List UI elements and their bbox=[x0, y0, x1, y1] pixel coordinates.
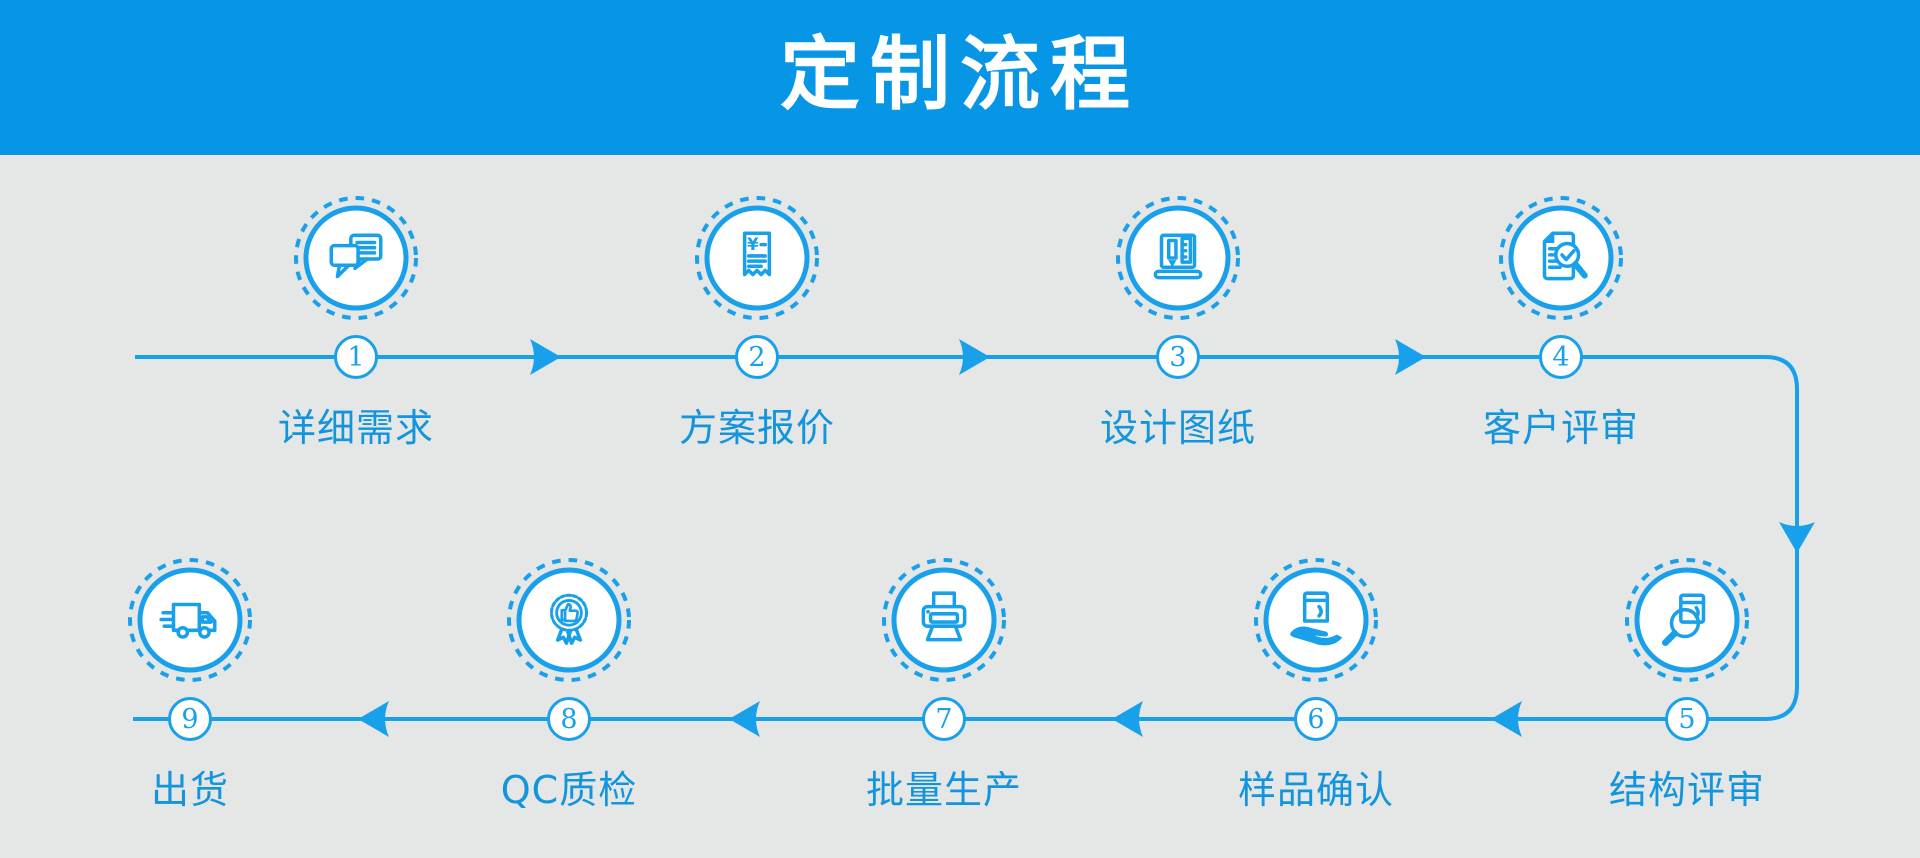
step-label: 样品确认 bbox=[1237, 768, 1394, 812]
qc-badge-icon bbox=[505, 556, 633, 684]
step-number-badge: 2 bbox=[735, 335, 779, 379]
step-number-badge: 3 bbox=[1156, 335, 1200, 379]
step-number-badge: 8 bbox=[547, 697, 591, 741]
design-drawing-icon bbox=[1114, 194, 1242, 322]
document-review-icon bbox=[1497, 194, 1625, 322]
step-number-badge: 6 bbox=[1294, 697, 1338, 741]
structure-inspection-icon bbox=[1623, 556, 1751, 684]
step-number-badge: 9 bbox=[168, 697, 212, 741]
step-number-badge: 5 bbox=[1665, 697, 1709, 741]
step-label: QC质检 bbox=[500, 768, 638, 812]
flow-arrow-left bbox=[358, 701, 389, 737]
title-banner: 定制流程 bbox=[0, 0, 1920, 155]
page-title: 定制流程 bbox=[780, 28, 1140, 121]
flow-arrow-left bbox=[729, 701, 760, 737]
step-label: 出货 bbox=[150, 768, 229, 812]
flow-arrow-right bbox=[1395, 339, 1426, 375]
flow-arrow-down bbox=[1779, 522, 1815, 553]
chat-bubbles-icon bbox=[292, 194, 420, 322]
flow-arrow-left bbox=[1491, 701, 1522, 737]
delivery-truck-icon bbox=[126, 556, 254, 684]
invoice-receipt-icon: ¥ bbox=[693, 194, 821, 322]
step-label: 客户评审 bbox=[1482, 406, 1639, 450]
step-label: 结构评审 bbox=[1608, 768, 1765, 812]
flow-arrow-right bbox=[959, 339, 990, 375]
printer-icon bbox=[880, 556, 1008, 684]
step-label: 方案报价 bbox=[678, 406, 835, 450]
flow-arrow-left bbox=[1112, 701, 1143, 737]
step-label: 设计图纸 bbox=[1099, 406, 1256, 450]
step-number-badge: 1 bbox=[334, 335, 378, 379]
sample-hand-icon bbox=[1252, 556, 1380, 684]
step-number-badge: 7 bbox=[922, 697, 966, 741]
step-label: 详细需求 bbox=[277, 406, 434, 450]
step-number-badge: 4 bbox=[1539, 335, 1583, 379]
step-label: 批量生产 bbox=[865, 768, 1022, 812]
svg-text:¥: ¥ bbox=[747, 235, 759, 254]
flow-arrow-right bbox=[530, 339, 561, 375]
